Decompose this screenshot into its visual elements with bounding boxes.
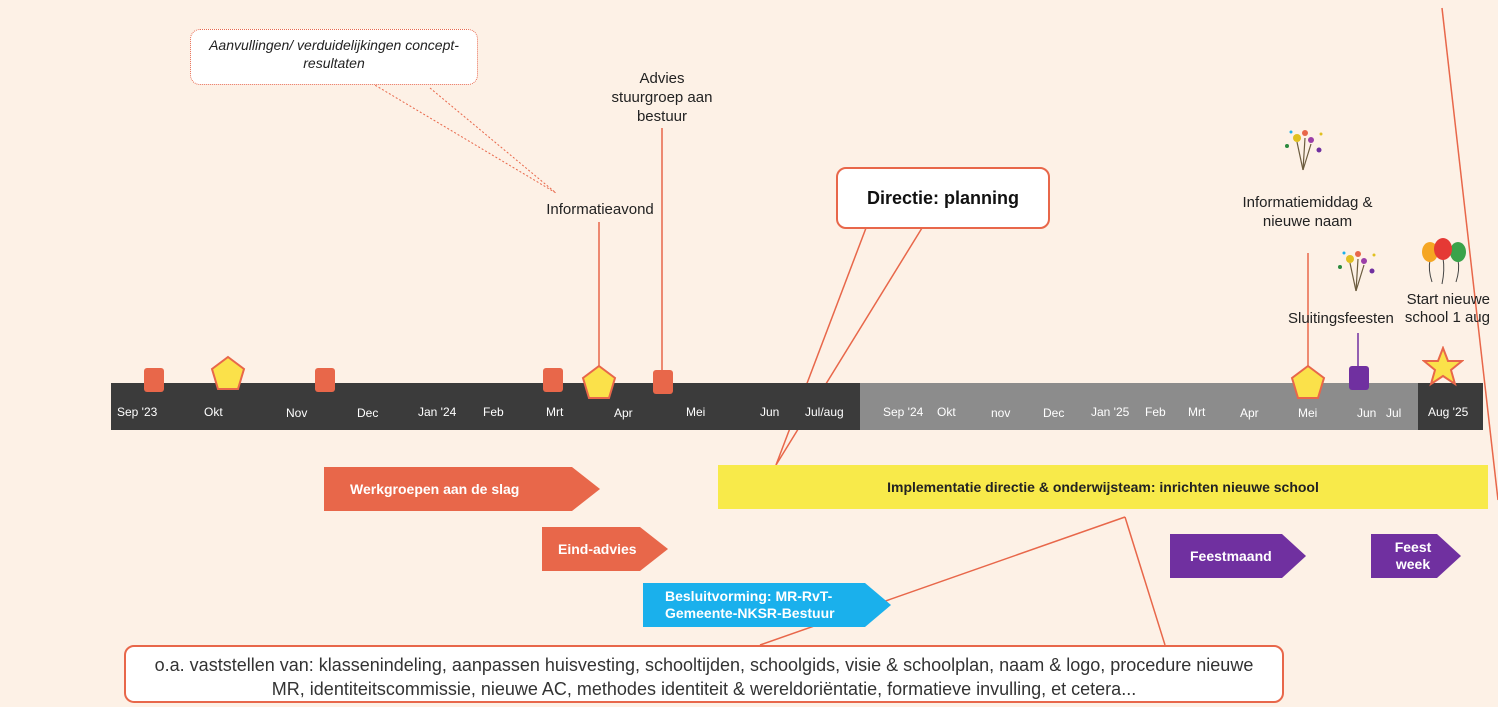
milestone-marker xyxy=(144,368,164,392)
note-pointer-line xyxy=(429,87,557,194)
star-marker xyxy=(1422,346,1464,387)
month-label: Okt xyxy=(937,405,956,419)
fireworks-icon xyxy=(1285,130,1323,171)
month-label: Jan '24 xyxy=(418,405,457,419)
month-label: Apr xyxy=(614,406,633,420)
month-label: Mei xyxy=(1298,406,1318,420)
pentagon-marker xyxy=(1290,364,1326,399)
month-label: Nov xyxy=(286,406,308,420)
sluitingsfeesten-label: Sluitingsfeesten xyxy=(1288,310,1394,327)
implementation-details-note: o.a. vaststellen van: klassenindeling, a… xyxy=(124,645,1284,703)
besluitvorming-label: Besluitvorming: MR-RvT-Gemeente-NKSR-Bes… xyxy=(665,587,835,621)
month-label: Aug '25 xyxy=(1428,405,1469,419)
informatiemiddag-label: Informatiemiddag & nieuwe naam xyxy=(1242,194,1373,230)
advies-label: Advies stuurgroep aan bestuur xyxy=(611,70,713,125)
month-label: Sep '24 xyxy=(883,405,924,419)
month-label: Feb xyxy=(483,405,504,419)
milestone-marker xyxy=(543,368,563,392)
month-label: Jan '25 xyxy=(1091,405,1130,419)
month-label: Dec xyxy=(357,406,379,420)
feestmaand-bar: Feestmaand xyxy=(1170,534,1306,578)
timeline-segment-2024-2025 xyxy=(860,383,1418,430)
implementatie-bar: Implementatie directie & onderwijsteam: … xyxy=(718,465,1488,509)
note-pointer-line xyxy=(357,74,557,194)
milestone-marker xyxy=(315,368,335,392)
concept-results-note: Aanvullingen/ verduidelijkingen concept-… xyxy=(190,29,478,85)
balloons-icon xyxy=(1422,238,1466,285)
month-label: Mrt xyxy=(546,405,564,419)
month-label: Jul/aug xyxy=(805,405,844,419)
celebration-marker xyxy=(1349,366,1369,390)
eind-advies-bar: Eind-advies xyxy=(542,527,668,571)
pentagon-marker xyxy=(210,355,246,390)
month-label: nov xyxy=(991,406,1011,420)
informatieavond-label: Informatieavond xyxy=(546,201,654,218)
month-label: Okt xyxy=(204,405,223,419)
month-label: Apr xyxy=(1240,406,1259,420)
directie-planning-callout: Directie: planning xyxy=(836,167,1050,229)
start-school-label: Start nieuwe school 1 aug xyxy=(1404,291,1490,326)
month-label: Dec xyxy=(1043,406,1065,420)
month-label: Sep '23 xyxy=(117,405,158,419)
werkgroepen-label: Werkgroepen aan de slag xyxy=(350,481,520,497)
milestone-marker xyxy=(653,370,673,394)
pentagon-marker xyxy=(581,364,617,399)
fireworks-icon xyxy=(1338,251,1376,292)
feestweek-label: Feest week xyxy=(1394,539,1432,572)
besluitvorming-bar: Besluitvorming: MR-RvT-Gemeente-NKSR-Bes… xyxy=(643,583,891,627)
timeline-segment-2023-2024 xyxy=(111,383,860,430)
implementatie-label: Implementatie directie & onderwijsteam: … xyxy=(887,479,1319,495)
month-label: Jun xyxy=(760,405,780,419)
feestmaand-label: Feestmaand xyxy=(1190,547,1272,564)
eind-advies-label: Eind-advies xyxy=(558,541,637,557)
werkgroepen-bar: Werkgroepen aan de slag xyxy=(324,467,600,511)
month-label: Jul xyxy=(1386,406,1402,420)
right-pointer-line xyxy=(1441,7,1498,501)
month-label: Mei xyxy=(686,405,706,419)
month-label: Mrt xyxy=(1188,405,1206,419)
month-label: Jun xyxy=(1357,406,1377,420)
month-label: Feb xyxy=(1145,405,1166,419)
timeline-segment-aug-2025 xyxy=(1418,383,1483,430)
bottom-note-pointer xyxy=(1124,516,1166,646)
